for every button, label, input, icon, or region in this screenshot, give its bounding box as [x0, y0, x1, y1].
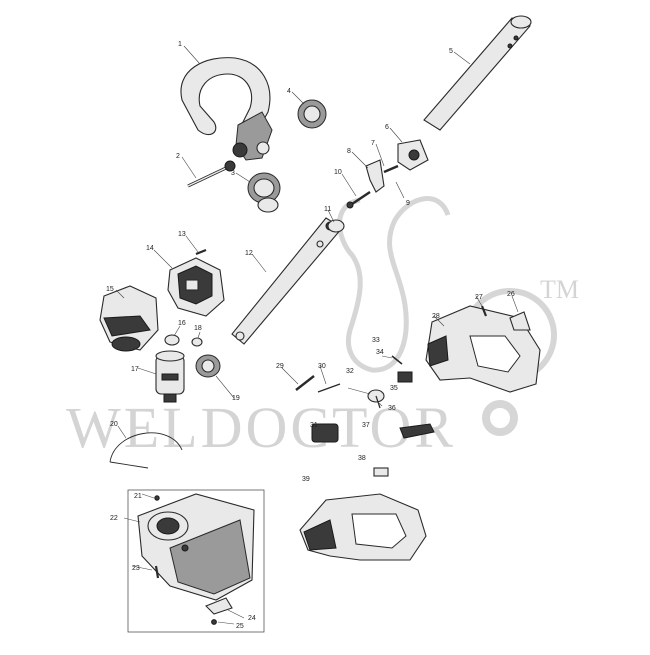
callout-29: 29 [276, 363, 284, 370]
callout-19: 19 [232, 395, 240, 402]
watermark-text: WELDOCTOR [66, 395, 456, 460]
part-37-trigger [399, 423, 435, 439]
callout-23: 23 [132, 565, 140, 572]
part-13-screw [195, 248, 207, 256]
part-8-lever [365, 159, 385, 193]
part-6-clamp [397, 139, 429, 171]
callout-27: 27 [475, 294, 483, 301]
callout-11: 11 [324, 206, 331, 213]
watermark-trademark: TM [540, 275, 579, 304]
part-7-screw [383, 164, 399, 174]
part-17-motor [155, 350, 185, 403]
part-31-switch [311, 423, 339, 443]
callout-3: 3 [231, 170, 235, 177]
callout-numbers: 1 2 3 4 5 6 7 8 9 10 11 12 13 14 15 16 1… [106, 41, 515, 630]
part-18-bushing [191, 337, 203, 347]
callout-8: 8 [347, 148, 351, 155]
callout-34: 34 [376, 349, 384, 356]
callout-32: 32 [346, 368, 354, 375]
part-12-lower-shaft [231, 217, 343, 345]
callout-24: 24 [248, 615, 256, 622]
part-24-blade [205, 597, 233, 615]
callout-37: 37 [362, 422, 370, 429]
callout-38: 38 [358, 455, 366, 462]
callout-35: 35 [390, 385, 398, 392]
callout-7: 7 [371, 140, 375, 147]
callout-30: 30 [318, 363, 326, 370]
part-27-screw [480, 305, 488, 317]
part-4-knob [297, 99, 327, 129]
callout-26: 26 [507, 291, 515, 298]
part-15-motor-cover [99, 285, 159, 352]
callout-36: 36 [388, 405, 396, 412]
callout-9: 9 [406, 200, 410, 207]
callout-31: 31 [310, 422, 318, 429]
part-5-shaft [423, 15, 532, 131]
part-28-rear-housing [425, 305, 541, 393]
callout-10: 10 [334, 169, 342, 176]
callout-28: 28 [432, 313, 440, 320]
part-23-screw [154, 565, 160, 579]
callout-39: 39 [302, 476, 310, 483]
part-3-knob [247, 172, 281, 213]
part-38-label [373, 467, 389, 477]
part-19-knob [195, 354, 221, 378]
part-21-screw [154, 495, 160, 501]
leader-lines [115, 45, 519, 625]
part-1-loop-handle [180, 57, 273, 161]
part-30-spring [317, 383, 341, 393]
callout-22: 22 [110, 515, 118, 522]
callout-6: 6 [385, 124, 389, 131]
callout-18: 18 [194, 325, 202, 332]
callout-14: 14 [146, 245, 154, 252]
part-33-screw [391, 355, 403, 365]
callout-13: 13 [178, 231, 186, 238]
watermark: WELDOCTOR TM [66, 196, 579, 460]
part-29-pin [295, 375, 315, 391]
callout-25: 25 [236, 623, 244, 630]
part-22-guard [137, 493, 255, 601]
part-14-motor-housing [167, 257, 225, 317]
part-16-bushing [164, 334, 180, 346]
callout-1: 1 [178, 41, 182, 48]
callout-15: 15 [106, 286, 114, 293]
callout-33: 33 [372, 337, 380, 344]
part-20-wire-guard [109, 432, 183, 469]
callout-21: 21 [134, 493, 142, 500]
callout-4: 4 [287, 88, 291, 95]
callout-2: 2 [176, 153, 180, 160]
guard-inset-frame [127, 489, 265, 633]
callout-5: 5 [449, 48, 453, 55]
part-10-bolt [346, 190, 371, 209]
callout-17: 17 [131, 366, 139, 373]
part-11-cap [327, 219, 345, 233]
callout-16: 16 [178, 320, 186, 327]
part-39-handle-half [299, 493, 427, 561]
part-26-label [509, 311, 531, 331]
callout-20: 20 [110, 421, 118, 428]
part-35-clip [397, 371, 413, 383]
callout-12: 12 [245, 250, 253, 257]
part-25-screw [211, 619, 217, 625]
part-2-bolt [187, 160, 236, 188]
